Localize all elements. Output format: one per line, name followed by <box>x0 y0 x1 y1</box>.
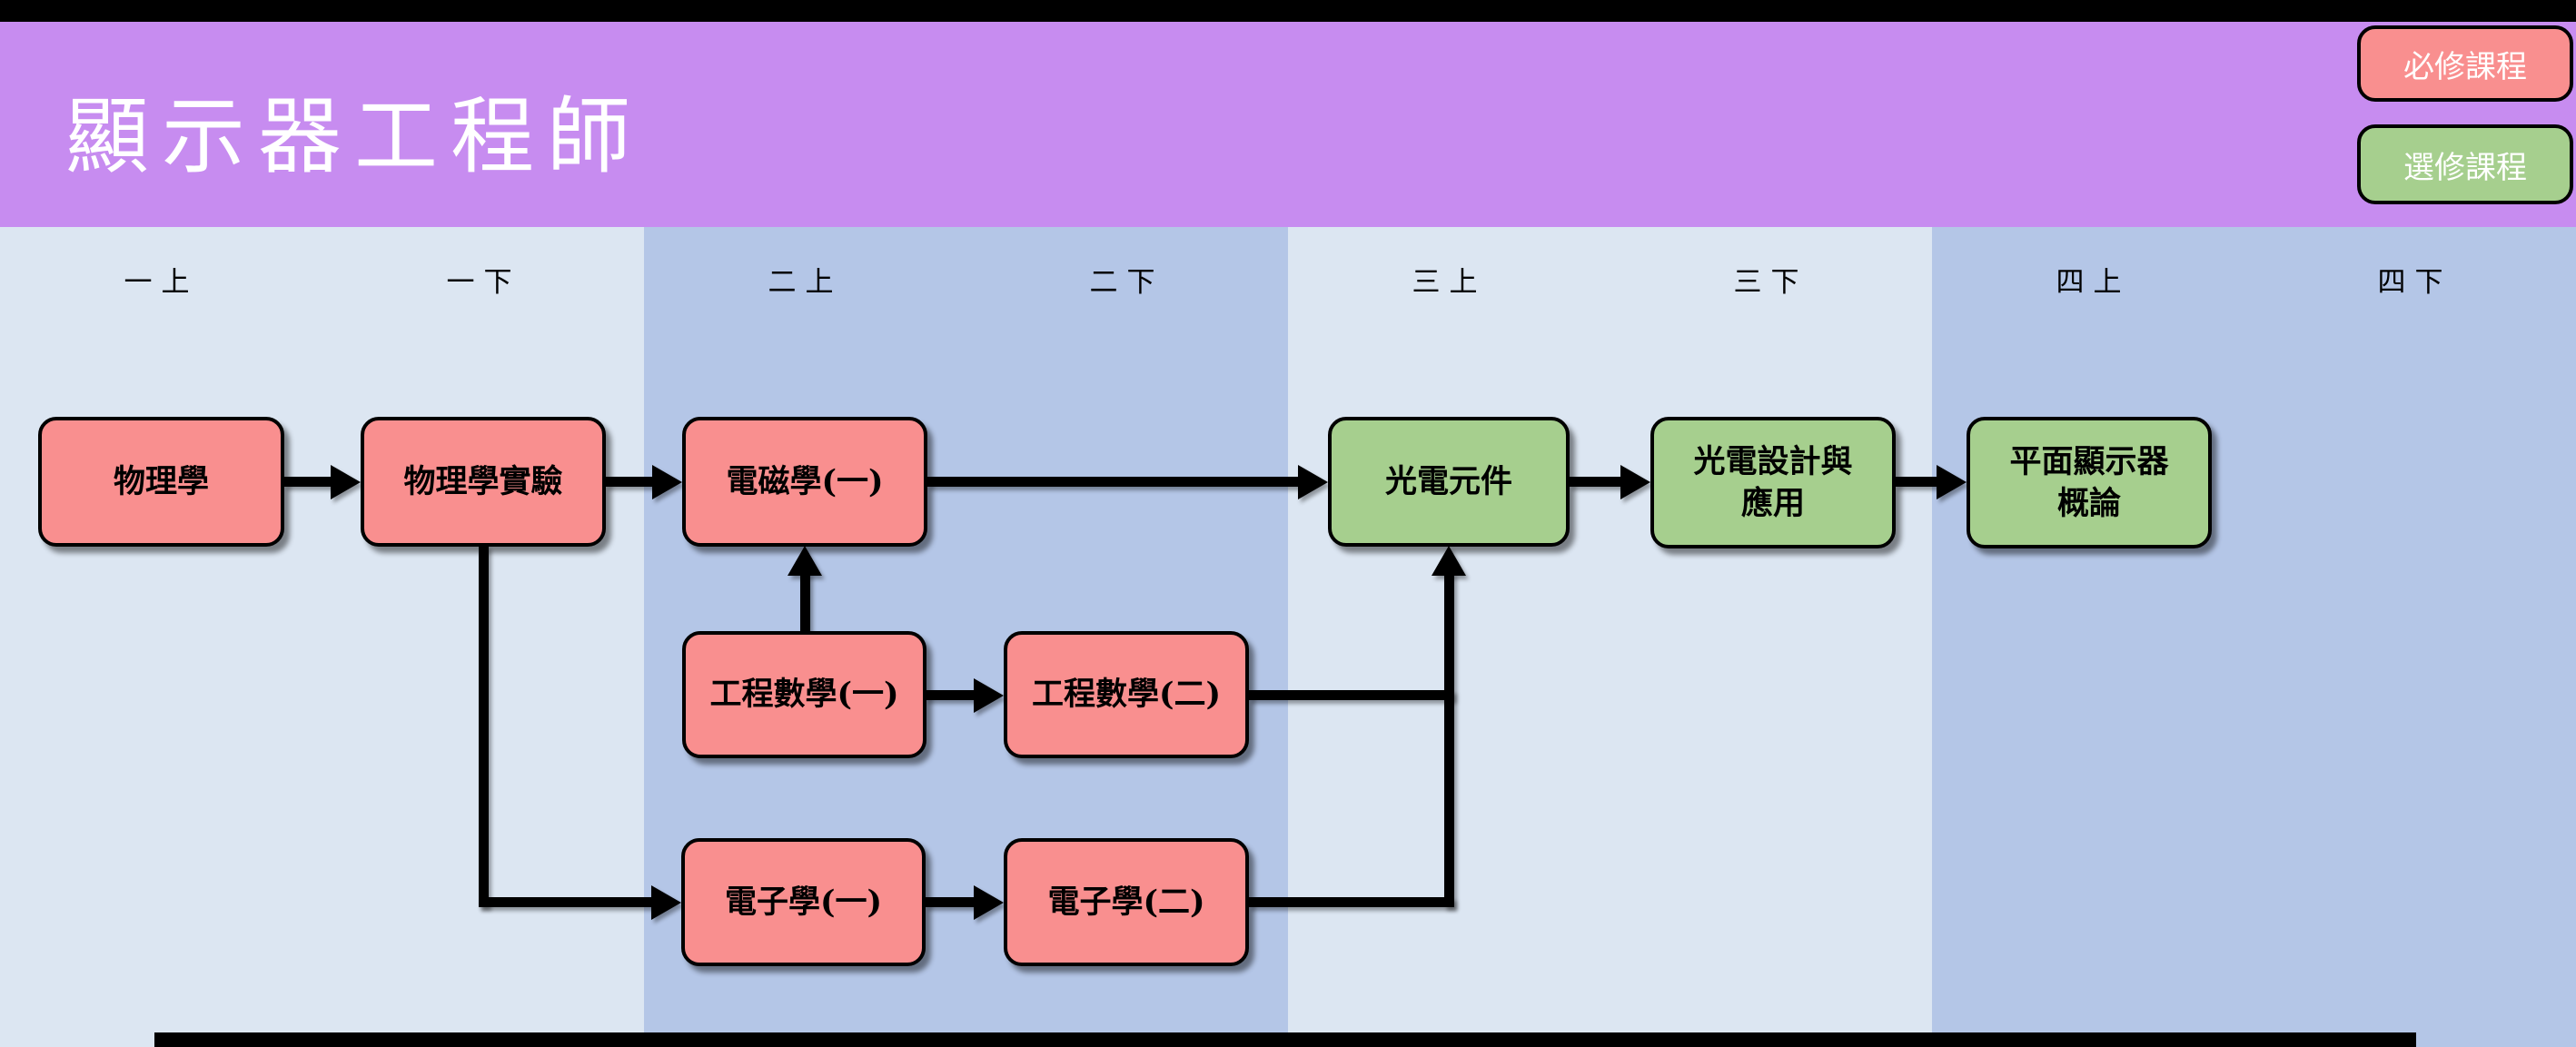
column-header-3a: 三上 <box>1412 266 1487 299</box>
course-box-electronics-1[interactable]: 電子學(一) <box>681 838 926 966</box>
band-year3 <box>1288 227 1932 1047</box>
arrowhead-electronics1 <box>651 885 681 920</box>
course-box-electronics-2[interactable]: 電子學(二) <box>1004 838 1249 966</box>
band-year1 <box>0 227 644 1047</box>
edge-engmath1-to-em1 <box>800 572 810 631</box>
arrowhead-fpd-intro <box>1937 465 1967 499</box>
course-box-em-1[interactable]: 電磁學(一) <box>682 417 927 547</box>
course-box-eng-math-1[interactable]: 工程數學(一) <box>682 631 926 758</box>
page-title: 顯示器工程師 <box>65 88 644 185</box>
edge-em1-to-oe-devices <box>927 477 1301 487</box>
edge-electronics1-to-electronics2 <box>926 897 976 907</box>
course-box-fpd-intro[interactable]: 平面顯示器 概論 <box>1967 417 2212 548</box>
arrowhead-oe-devices-left <box>1298 465 1328 499</box>
column-header-4a: 四上 <box>2056 266 2131 299</box>
edge-oe-devices-to-oe-design <box>1570 477 1623 487</box>
edge-physics-to-physics-lab <box>284 477 333 487</box>
edge-oe-design-to-fpd-intro <box>1896 477 1939 487</box>
top-black-bar <box>0 0 2576 22</box>
course-box-oe-design[interactable]: 光電設計與 應用 <box>1650 417 1896 548</box>
legend-elective-label: 選修課程 <box>2403 149 2527 186</box>
course-box-eng-math-2[interactable]: 工程數學(二) <box>1004 631 1249 758</box>
arrowhead-engmath2 <box>974 678 1004 713</box>
arrowhead-em1-bottom <box>788 546 822 576</box>
course-box-oe-devices[interactable]: 光電元件 <box>1328 417 1570 547</box>
edge-electronics2-to-oe-devices <box>1249 897 1454 907</box>
edge-physics-lab-to-electronics1 <box>479 897 653 907</box>
column-header-1b: 一下 <box>446 266 521 299</box>
bottom-black-bar <box>154 1032 2416 1047</box>
column-header-3b: 三下 <box>1733 266 1808 299</box>
column-header-1a: 一上 <box>124 266 199 299</box>
edge-riser-to-oe-devices <box>1444 572 1454 907</box>
course-box-physics[interactable]: 物理學 <box>38 417 284 547</box>
arrowhead-oe-design <box>1620 465 1650 499</box>
arrowhead-physics-lab <box>331 465 361 499</box>
legend-elective-courses[interactable]: 選修課程 <box>2357 124 2573 204</box>
column-header-2b: 二下 <box>1089 266 1164 299</box>
arrowhead-electronics2 <box>974 885 1004 920</box>
course-box-physics-lab[interactable]: 物理學實驗 <box>361 417 606 547</box>
column-header-4b: 四下 <box>2377 266 2452 299</box>
edge-physics-lab-down <box>479 546 489 907</box>
header-banner: 顯示器工程師 <box>0 22 2576 227</box>
edge-engmath1-to-engmath2 <box>926 690 976 700</box>
edge-physics-lab-to-em1 <box>606 477 655 487</box>
edge-engmath2-to-oe-devices <box>1249 690 1454 700</box>
column-header-2a: 二上 <box>768 266 843 299</box>
legend-required-courses[interactable]: 必修課程 <box>2357 25 2573 102</box>
legend-required-label: 必修課程 <box>2403 48 2527 85</box>
band-year4 <box>1932 227 2576 1047</box>
arrowhead-oe-devices-bottom <box>1432 546 1466 576</box>
arrowhead-em1 <box>652 465 682 499</box>
